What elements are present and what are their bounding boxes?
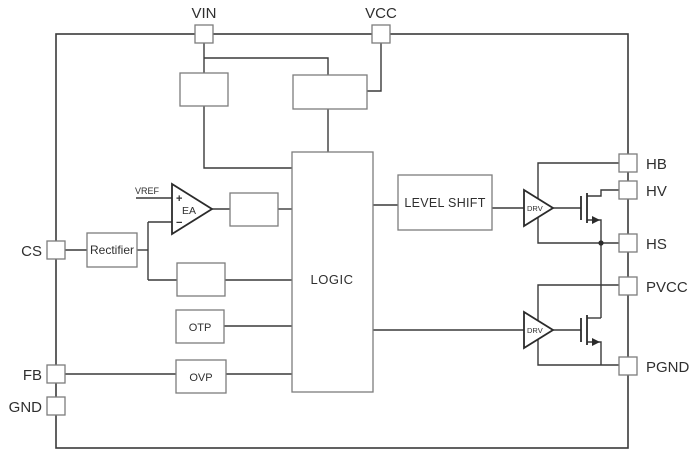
block-cs-path: [176, 262, 226, 297]
driver-high: DRV: [523, 188, 555, 228]
ea-plus-sign: +: [176, 193, 182, 205]
wire-pgnd-rail: [537, 330, 619, 366]
fet-high-source-arrow: [592, 216, 600, 224]
wire-vin-branch-to-rightbox: [204, 57, 329, 75]
junction-dot-hs: [598, 240, 604, 246]
drv-high-label: DRV: [527, 204, 543, 213]
pin-label-hv: HV: [646, 183, 667, 200]
rectifier-label: Rectifier: [90, 243, 134, 257]
pin-hb: HB: [618, 153, 667, 173]
ovp-box: [175, 359, 227, 394]
pin-label-vcc: VCC: [365, 5, 397, 22]
pin-label-cs: CS: [21, 243, 42, 260]
pin-pvcc: PVCC: [618, 276, 688, 296]
block-ovp: OVP: [175, 359, 227, 394]
pin-square-cs: [46, 240, 66, 260]
otp-label: OTP: [189, 322, 212, 334]
level-shift-label: LEVEL SHIFT: [404, 196, 485, 210]
mosfet-high-side: [580, 193, 600, 224]
ea-minus-sign: −: [176, 217, 182, 229]
error-amplifier: VREF + − EA: [135, 182, 214, 236]
pin-label-gnd: GND: [9, 399, 43, 416]
block-level-shift: LEVEL SHIFT: [397, 174, 493, 231]
pin-gnd: GND: [9, 396, 66, 416]
pin-hv: HV: [618, 180, 667, 200]
pin-square-pvcc: [618, 276, 638, 296]
ea-triangle: [171, 182, 214, 236]
wire-hs-rail: [537, 208, 619, 244]
pin-label-fb: FB: [23, 367, 42, 384]
vref-label: VREF: [135, 186, 160, 196]
pin-cs: CS: [21, 240, 66, 260]
mosfet-low-side: [580, 315, 600, 346]
unlabeled-box-top-left: [179, 72, 229, 107]
block-supply: [292, 74, 368, 110]
wire-vcc-to-rightbox: [367, 43, 382, 92]
drv-low-label: DRV: [527, 326, 543, 335]
fet-low-source-arrow: [592, 338, 600, 346]
logic-label: LOGIC: [311, 272, 354, 287]
pin-vin: VIN: [191, 5, 217, 44]
wire-hb-rail: [537, 162, 619, 208]
unlabeled-box-ea-out: [229, 192, 279, 227]
wire-fet-high-source-to-hs: [587, 219, 602, 243]
pin-pgnd: PGND: [618, 356, 690, 376]
pin-label-hs: HS: [646, 236, 667, 253]
pin-label-vin: VIN: [191, 5, 216, 22]
rectifier-box: [86, 232, 138, 268]
pin-label-pgnd: PGND: [646, 359, 690, 376]
pin-vcc: VCC: [365, 5, 397, 44]
block-logic: LOGIC: [291, 151, 374, 393]
pin-label-pvcc: PVCC: [646, 279, 688, 296]
pin-square-hb: [618, 153, 638, 173]
pin-square-pgnd: [618, 356, 638, 376]
ovp-label: OVP: [189, 372, 212, 384]
pin-square-fb: [46, 364, 66, 384]
block-ea-out: [229, 192, 279, 227]
wire-fet-low-source-to-pgnd: [587, 341, 602, 365]
pin-square-vin: [194, 24, 214, 44]
logic-box: [291, 151, 374, 393]
unlabeled-box-lower: [176, 262, 226, 297]
otp-box: [175, 309, 225, 344]
level-shift-box: [397, 174, 493, 231]
drv-high-triangle: [523, 188, 555, 228]
ea-label: EA: [182, 205, 196, 217]
driver-low: DRV: [523, 310, 555, 350]
pin-fb: FB: [23, 364, 66, 384]
pin-hs: HS: [618, 233, 667, 253]
pin-square-vcc: [371, 24, 391, 44]
wire-fet-high-drain-to-hv: [587, 189, 619, 197]
block-pre-regulator: [179, 72, 229, 107]
unlabeled-box-top-right: [292, 74, 368, 110]
drv-low-triangle: [523, 310, 555, 350]
pin-square-gnd: [46, 396, 66, 416]
pin-label-hb: HB: [646, 156, 667, 173]
pin-square-hv: [618, 180, 638, 200]
wire-pvcc-rail: [537, 284, 619, 330]
block-otp: OTP: [175, 309, 225, 344]
block-rectifier: Rectifier: [86, 232, 138, 268]
pin-square-hs: [618, 233, 638, 253]
wire-leftbox-to-logic: [203, 106, 292, 169]
